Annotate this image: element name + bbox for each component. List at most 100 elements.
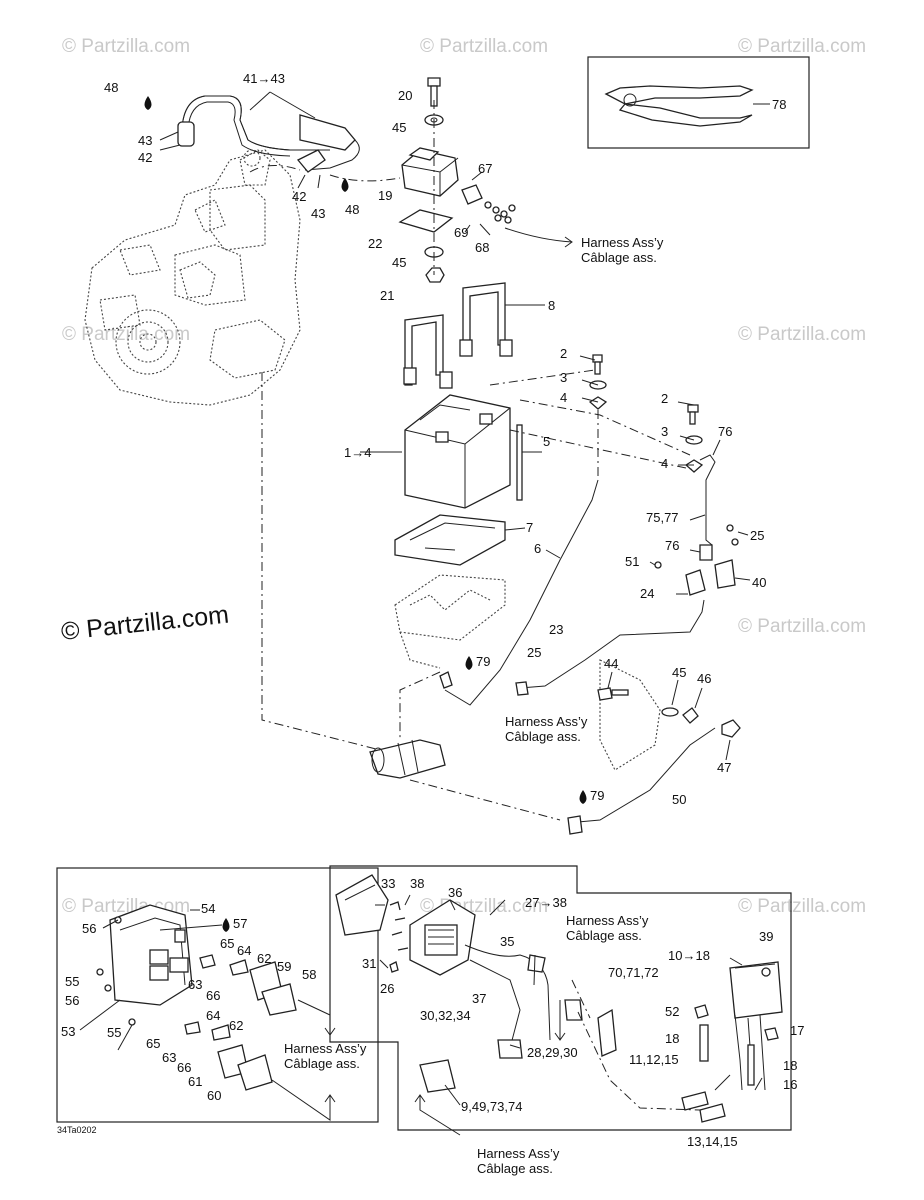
- watermark: © Partzilla.com: [738, 896, 866, 917]
- callout-62: 62: [229, 1018, 243, 1033]
- harness-label-line2: Câblage ass.: [566, 928, 642, 943]
- callout-56: 56: [65, 993, 79, 1008]
- harness-labels: Harness Ass’y Câblage ass. Harness Ass’y…: [284, 235, 664, 1176]
- battery-tray: [394, 514, 526, 669]
- callout-60: 60: [207, 1088, 221, 1103]
- callout-10-18: 10→18: [668, 948, 710, 963]
- callout-4: 4: [661, 456, 668, 471]
- callout-43: 43: [311, 206, 325, 221]
- callout-39: 39: [759, 929, 773, 944]
- callout-3: 3: [560, 370, 567, 385]
- callout-20: 20: [398, 88, 412, 103]
- callout-21: 21: [380, 288, 394, 303]
- harness-label-line1: Harness Ass’y: [566, 913, 649, 928]
- callout-55: 55: [65, 974, 79, 989]
- watermark: © Partzilla.com: [420, 36, 548, 57]
- callout-38: 38: [410, 876, 424, 891]
- callout-75-77: 75,77: [646, 510, 679, 525]
- callout-22: 22: [368, 236, 382, 251]
- callout-18: 18: [665, 1031, 679, 1046]
- callout-31: 31: [362, 956, 376, 971]
- callout-62: 62: [257, 951, 271, 966]
- callout-79: 79: [590, 788, 604, 803]
- callout-57: 57: [233, 916, 247, 931]
- battery: [360, 394, 542, 509]
- callout-79: 79: [476, 654, 490, 669]
- drawing-code: 34Ta0202: [57, 1125, 97, 1135]
- watermark: © Partzilla.com: [62, 36, 190, 57]
- callout-28-29-30: 28,29,30: [527, 1045, 578, 1060]
- callout-labels: 48 41→43 43 42 42 43 48 20 45 19 22 45 2…: [61, 71, 804, 1149]
- engine-illustration: [84, 149, 301, 406]
- callout-4: 4: [560, 390, 567, 405]
- callout-33: 33: [381, 876, 395, 891]
- callout-48: 48: [104, 80, 118, 95]
- callout-3: 3: [661, 424, 668, 439]
- callout-61: 61: [188, 1074, 202, 1089]
- callout-27-38: 27→38: [525, 895, 567, 910]
- watermark: © Partzilla.com: [738, 36, 866, 57]
- callout-7: 7: [526, 520, 533, 535]
- callout-58: 58: [302, 967, 316, 982]
- callout-25: 25: [750, 528, 764, 543]
- callout-1-4: 1→4: [344, 445, 371, 460]
- callout-66: 66: [206, 988, 220, 1003]
- callout-44: 44: [604, 656, 618, 671]
- drop-icon: [579, 790, 587, 804]
- callout-45: 45: [672, 665, 686, 680]
- callout-59: 59: [277, 959, 291, 974]
- callout-2: 2: [560, 346, 567, 361]
- callout-24: 24: [640, 586, 654, 601]
- bottom-right-box: [329, 865, 792, 1136]
- callout-25: 25: [527, 645, 541, 660]
- battery-straps: [403, 282, 545, 389]
- callout-23: 23: [549, 622, 563, 637]
- crimp-tool-box: [587, 56, 810, 149]
- callout-9-49-73-74: 9,49,73,74: [461, 1099, 522, 1114]
- connection-lines: [261, 369, 696, 821]
- callout-35: 35: [500, 934, 514, 949]
- bottom-left-box: [56, 867, 379, 1123]
- callout-42: 42: [138, 150, 152, 165]
- callout-45: 45: [392, 255, 406, 270]
- harness-label-line1: Harness Ass’y: [284, 1041, 367, 1056]
- harness-label-line1: Harness Ass’y: [505, 714, 588, 729]
- watermark: © Partzilla.com: [738, 324, 866, 345]
- drop-icon: [465, 656, 473, 670]
- callout-68: 68: [475, 240, 489, 255]
- callout-69: 69: [454, 225, 468, 240]
- callout-41-43: 41→43: [243, 71, 285, 86]
- ground-bolt-group: [597, 659, 741, 771]
- callout-54: 54: [201, 901, 215, 916]
- harness-label-line2: Câblage ass.: [581, 250, 657, 265]
- callout-64: 64: [237, 943, 251, 958]
- callout-42: 42: [292, 189, 306, 204]
- callout-30-32-34: 30,32,34: [420, 1008, 471, 1023]
- callout-78: 78: [772, 97, 786, 112]
- intake-hoses: [144, 91, 401, 192]
- harness-label-line2: Câblage ass.: [284, 1056, 360, 1071]
- callout-11-12-15: 11,12,15: [629, 1052, 679, 1067]
- watermark: © Partzilla.com: [62, 324, 190, 345]
- callout-43: 43: [138, 133, 152, 148]
- callout-64: 64: [206, 1008, 220, 1023]
- callout-63: 63: [188, 977, 202, 992]
- harness-label-line2: Câblage ass.: [477, 1161, 553, 1176]
- callout-45: 45: [392, 120, 406, 135]
- callout-46: 46: [697, 671, 711, 686]
- callout-51: 51: [625, 554, 639, 569]
- watermark: © Partzilla.com: [738, 616, 866, 637]
- callout-19: 19: [378, 188, 392, 203]
- callout-76: 76: [665, 538, 679, 553]
- callout-48: 48: [345, 202, 359, 217]
- callout-2: 2: [661, 391, 668, 406]
- callout-53: 53: [61, 1024, 75, 1039]
- callout-76: 76: [718, 424, 732, 439]
- callout-50: 50: [672, 792, 686, 807]
- callout-16: 16: [783, 1077, 797, 1092]
- callout-17: 17: [790, 1023, 804, 1038]
- callout-6: 6: [534, 541, 541, 556]
- callout-26: 26: [380, 981, 394, 996]
- callout-70-71-72: 70,71,72: [608, 965, 659, 980]
